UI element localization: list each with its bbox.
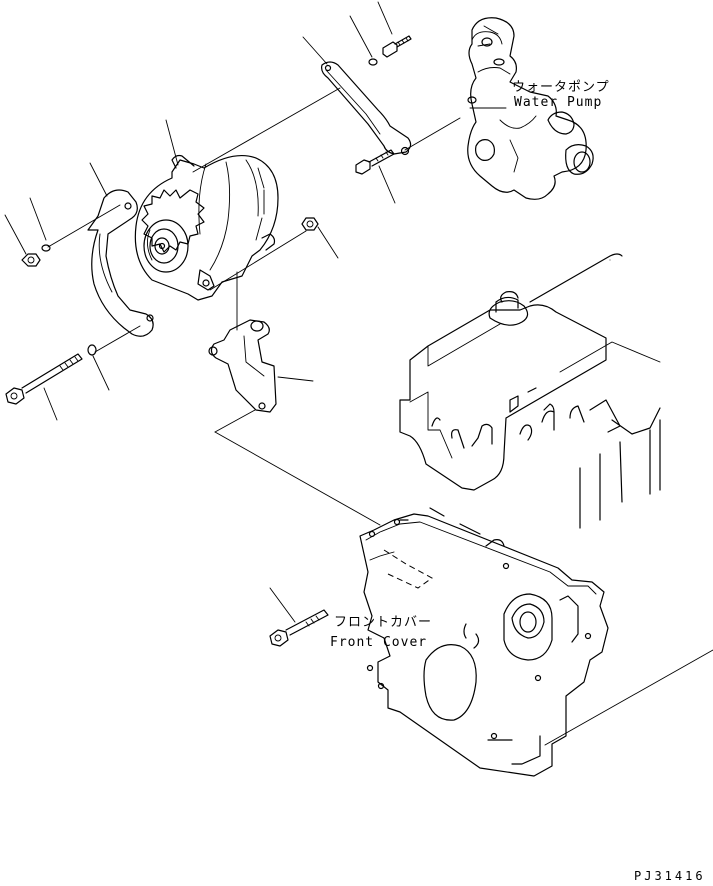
- assembly-lines: [47, 87, 713, 746]
- drawing-code: PJ31416: [634, 869, 706, 883]
- leader-lines: [4, 1, 507, 623]
- front-cover-label-en: Front Cover: [330, 635, 428, 650]
- lower-washer: [87, 344, 97, 356]
- alternator-front-bracket: [87, 189, 154, 337]
- water-pump-label-en: Water Pump: [514, 95, 603, 110]
- front-cover-label-jp: フロントカバー: [334, 615, 433, 630]
- alternator-nut: [301, 217, 319, 231]
- left-nut: [21, 253, 41, 267]
- adjust-bar: [321, 61, 412, 156]
- left-washer: [41, 244, 51, 252]
- adjust-bolt: [355, 149, 395, 175]
- water-pump-bolt: [382, 35, 412, 58]
- front-cover: [359, 507, 609, 777]
- washer: [368, 58, 378, 66]
- alternator-mounting-bracket: [208, 319, 277, 413]
- engine-block: [399, 253, 661, 529]
- water-pump: [467, 17, 594, 200]
- front-cover-bolt: [269, 609, 329, 647]
- long-bolt: [5, 353, 83, 405]
- alternator: [134, 154, 279, 301]
- water-pump-label-jp: ウォータポンプ: [512, 80, 610, 95]
